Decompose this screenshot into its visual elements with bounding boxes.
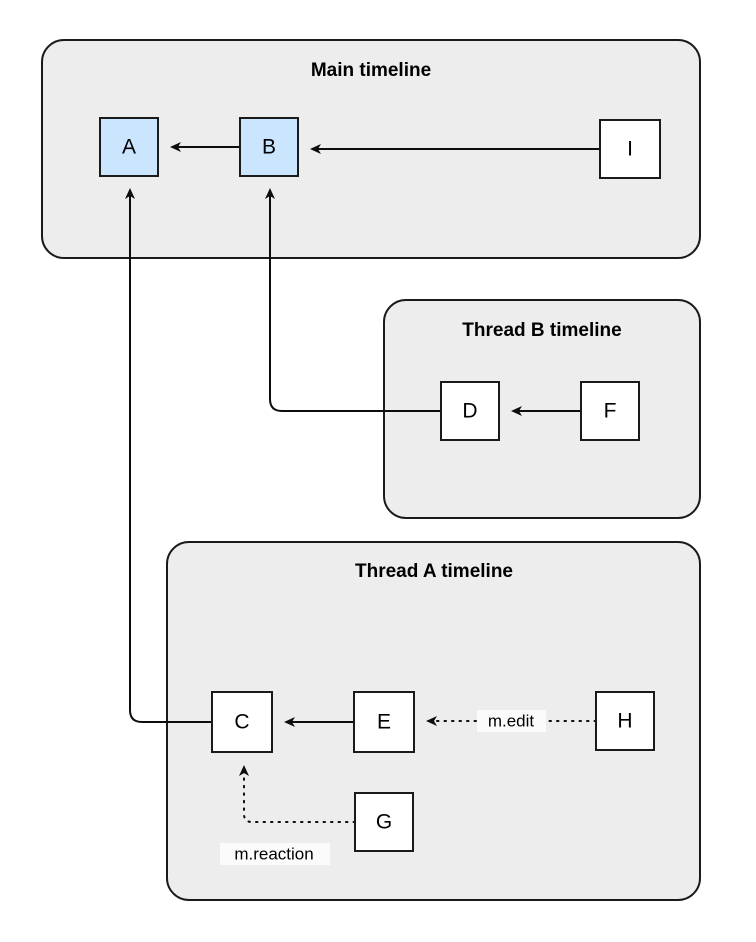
node-a[interactable]: A	[99, 117, 159, 177]
node-d[interactable]: D	[440, 381, 500, 441]
edge-label-m-reaction: m.reaction	[220, 843, 330, 865]
node-d-label: D	[462, 400, 477, 423]
edge-label-m-edit-text: m.edit	[488, 711, 535, 730]
edge-label-m-reaction-text: m.reaction	[234, 844, 313, 863]
node-b[interactable]: B	[239, 117, 299, 177]
node-h-label: H	[617, 710, 632, 733]
node-f[interactable]: F	[580, 381, 640, 441]
node-g-rect	[354, 792, 414, 852]
node-f-label: F	[604, 400, 617, 423]
node-c[interactable]: C	[211, 691, 273, 753]
node-b-label: B	[262, 136, 276, 159]
node-h-rect	[595, 691, 655, 751]
node-e-label: E	[377, 711, 391, 734]
node-b-rect	[239, 117, 299, 177]
edge-label-m-edit-bg	[477, 710, 546, 732]
group-main-timeline-title: Main timeline	[311, 60, 431, 81]
node-a-rect	[99, 117, 159, 177]
node-e-rect	[353, 691, 415, 753]
node-g-label: G	[376, 811, 392, 834]
node-i[interactable]: I	[599, 119, 661, 179]
edge-label-m-reaction-bg	[220, 843, 330, 865]
edge-label-m-edit: m.edit	[477, 710, 546, 732]
node-c-label: C	[234, 711, 249, 734]
node-i-rect	[599, 119, 661, 179]
node-i-label: I	[627, 138, 633, 161]
node-g[interactable]: G	[354, 792, 414, 852]
group-thread-b-timeline-rect	[383, 299, 701, 519]
group-thread-b-timeline[interactable]: Thread B timeline	[383, 299, 701, 519]
node-h[interactable]: H	[595, 691, 655, 751]
node-d-rect	[440, 381, 500, 441]
node-f-rect	[580, 381, 640, 441]
group-thread-b-timeline-title: Thread B timeline	[462, 320, 621, 341]
node-c-rect	[211, 691, 273, 753]
edge-d-to-b[interactable]	[265, 188, 441, 412]
node-e[interactable]: E	[353, 691, 415, 753]
group-thread-a-timeline-title: Thread A timeline	[355, 561, 513, 582]
edge-c-to-a[interactable]	[125, 188, 212, 723]
node-a-label: A	[122, 136, 136, 159]
